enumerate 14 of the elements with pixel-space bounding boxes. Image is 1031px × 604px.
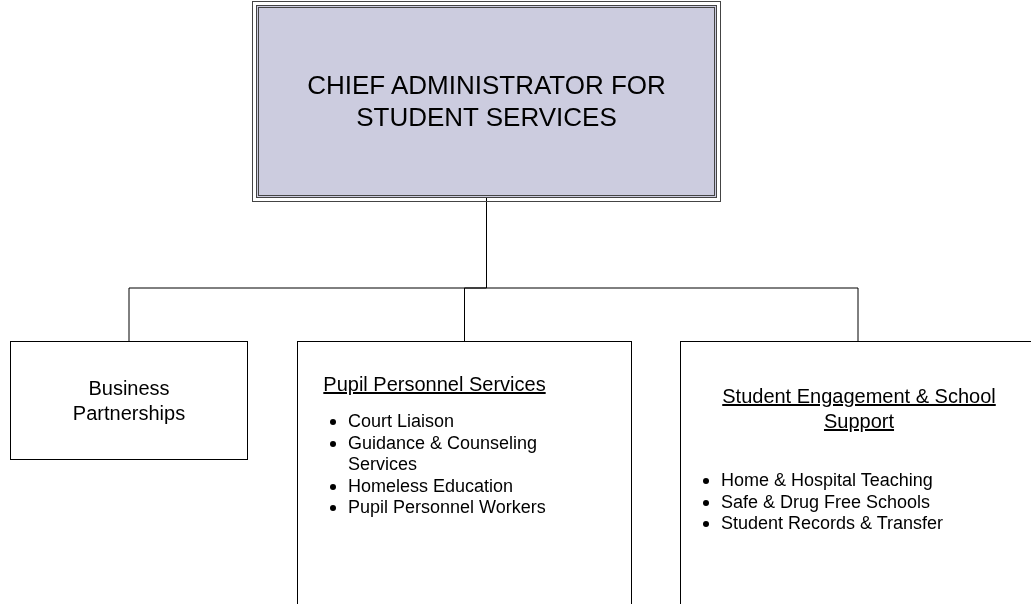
bullet-item: Homeless Education [348,475,514,498]
department-box [10,341,248,460]
bullet-item: Home & Hospital Teaching [721,470,933,492]
bullet-item: Guidance & Counseling Services [348,432,539,476]
department-box [297,341,632,604]
bullet-item: Pupil Personnel Workers [348,497,546,519]
department-name: Student Engagement & School Support [721,384,997,434]
bullet-item: Court Liaison [348,411,455,433]
department-name: Pupil Personnel Services [322,372,547,397]
department-box [680,341,1031,604]
box-title: CHIEF ADMINISTRATOR FOR STUDENT SERVICES [306,69,667,134]
bullet-item: Student Records & Transfer [721,513,944,535]
department-name: Business Partnerships [71,375,187,426]
bullet-item: Safe & Drug Free Schools [721,491,931,514]
